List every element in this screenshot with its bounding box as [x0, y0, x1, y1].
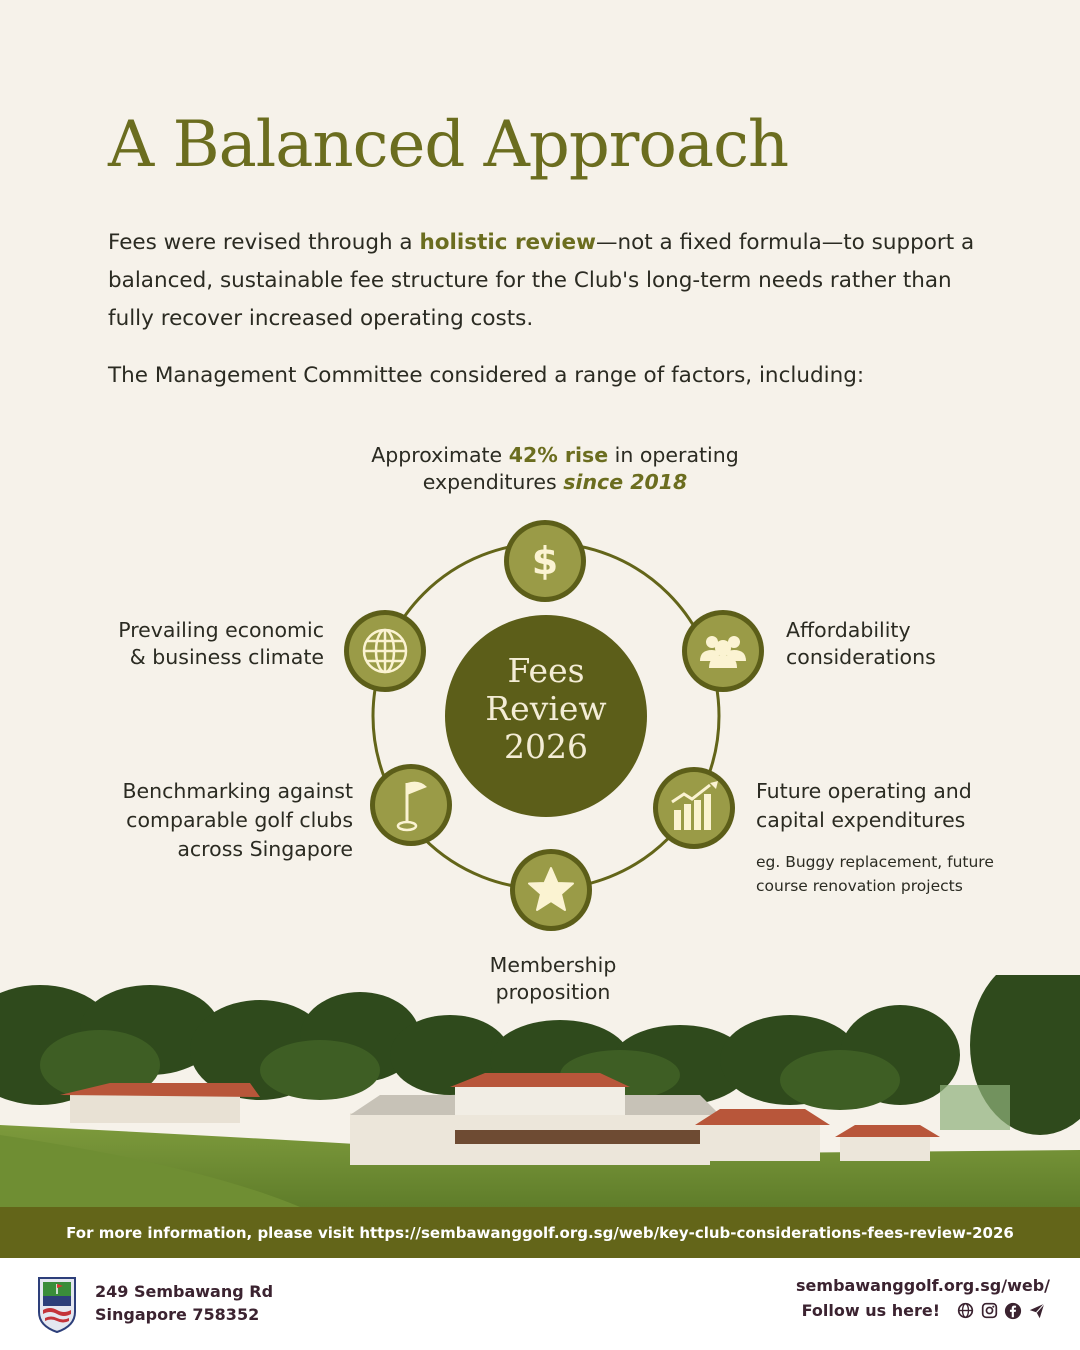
telegram-icon[interactable] [1028, 1302, 1046, 1320]
factor-future-expenditures: Future operating and capital expenditure… [756, 779, 972, 832]
intro-paragraph: Fees were revised through a holistic rev… [108, 230, 975, 331]
intro-highlight: holistic review [419, 230, 596, 255]
facebook-icon[interactable] [1004, 1302, 1022, 1320]
svg-text:$: $ [532, 539, 558, 583]
globe-icon[interactable] [956, 1302, 974, 1320]
globe-icon [344, 610, 426, 692]
website-link[interactable]: sembawanggolf.org.sg/web/ [796, 1276, 1050, 1295]
factors-lead-in: The Management Committee considered a ra… [108, 363, 865, 388]
factor-benchmarking: Benchmarking against comparable golf clu… [122, 779, 353, 861]
factor-future-expenditures-note: eg. Buggy replacement, future course ren… [756, 853, 994, 895]
people-icon [682, 610, 764, 692]
dollar-icon: $ [504, 520, 586, 602]
growth-chart-icon [653, 767, 735, 849]
follow-label: Follow us here! [801, 1301, 940, 1320]
footer [0, 1258, 1080, 1350]
golf-flag-icon [370, 764, 452, 846]
clubhouse-photo [0, 975, 1080, 1207]
page-title: A Balanced Approach [108, 108, 789, 182]
center-label: Fees Review 2026 [485, 651, 607, 766]
factor-opex-rise: Approximate 42% rise in operating expend… [371, 443, 739, 494]
club-address: 249 Sembawang Rd Singapore 758352 [95, 1282, 274, 1324]
follow-us: Follow us here! [802, 1301, 1046, 1320]
club-crest-logo [38, 1277, 76, 1334]
star-icon [510, 849, 592, 931]
instagram-icon[interactable] [980, 1302, 998, 1320]
info-banner: For more information, please visit https… [0, 1207, 1080, 1258]
factor-affordability: Affordability considerations [786, 618, 936, 669]
factor-membership: Membership proposition [489, 953, 617, 1004]
factor-economic-climate: Prevailing economic & business climate [118, 618, 324, 669]
